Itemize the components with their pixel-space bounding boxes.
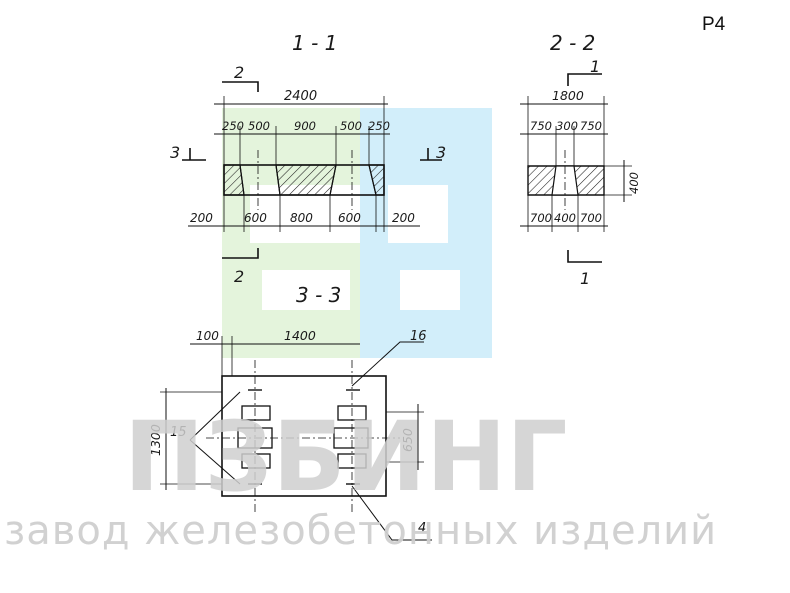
cut-mark-2-top: 2 [234,63,244,82]
dim-overall-1-1: 2400 [284,89,317,104]
dim-top-2: 500 [248,119,270,133]
dim-overall-2-2: 1800 [552,88,584,103]
dim3-rows: 650 [400,428,415,452]
callout-15: 15 [170,425,187,440]
sheet-code: Р4 [702,14,726,35]
cut-mark-1-bottom: 1 [580,269,590,288]
callout-4: 4 [418,521,426,536]
dim-top-1: 250 [222,119,244,133]
section-title-3-3: 3 - 3 [296,283,341,307]
dim2-bottom-2: 400 [554,211,576,225]
section-1-1 [182,81,442,259]
dim3-side: 1300 [148,424,163,456]
dim2-top-3: 750 [580,119,602,133]
dim3-edge: 100 [196,329,219,343]
watermark-logo [222,108,492,358]
cut-mark-3-right: 3 [436,143,446,162]
dim3-spacing: 1400 [284,328,316,343]
dim2-bottom-3: 700 [580,211,602,225]
section-title-1-1: 1 - 1 [292,31,337,55]
callout-16: 16 [410,329,427,344]
cut-mark-2-bottom: 2 [234,267,244,286]
dim2-top-1: 750 [530,119,552,133]
dim-bottom-1: 200 [190,211,213,225]
dim-bottom-4: 600 [338,211,361,225]
dim-bottom-3: 800 [290,211,313,225]
watermark-brand: ПЗБИНГ [124,401,568,513]
dim-bottom-2: 600 [244,211,267,225]
section-3-3 [160,336,432,541]
dim2-top-2: 300 [556,119,578,133]
cut-mark-1-top: 1 [590,57,600,76]
dim-bottom-5: 200 [392,211,415,225]
cut-mark-3-left: 3 [170,143,180,162]
watermark-tagline: завод железобетонных изделий [4,508,717,554]
dim2-bottom-1: 700 [530,211,552,225]
dim-top-3: 900 [294,119,316,133]
dim-top-5: 250 [368,119,390,133]
labels: 1 - 1 2 - 2 3 - 3 2 2 3 3 1 1 2400 250 5… [148,31,641,536]
dim2-height: 400 [627,172,641,194]
section-title-2-2: 2 - 2 [550,31,595,55]
dim-top-4: 500 [340,119,362,133]
section-2-2 [520,73,632,263]
